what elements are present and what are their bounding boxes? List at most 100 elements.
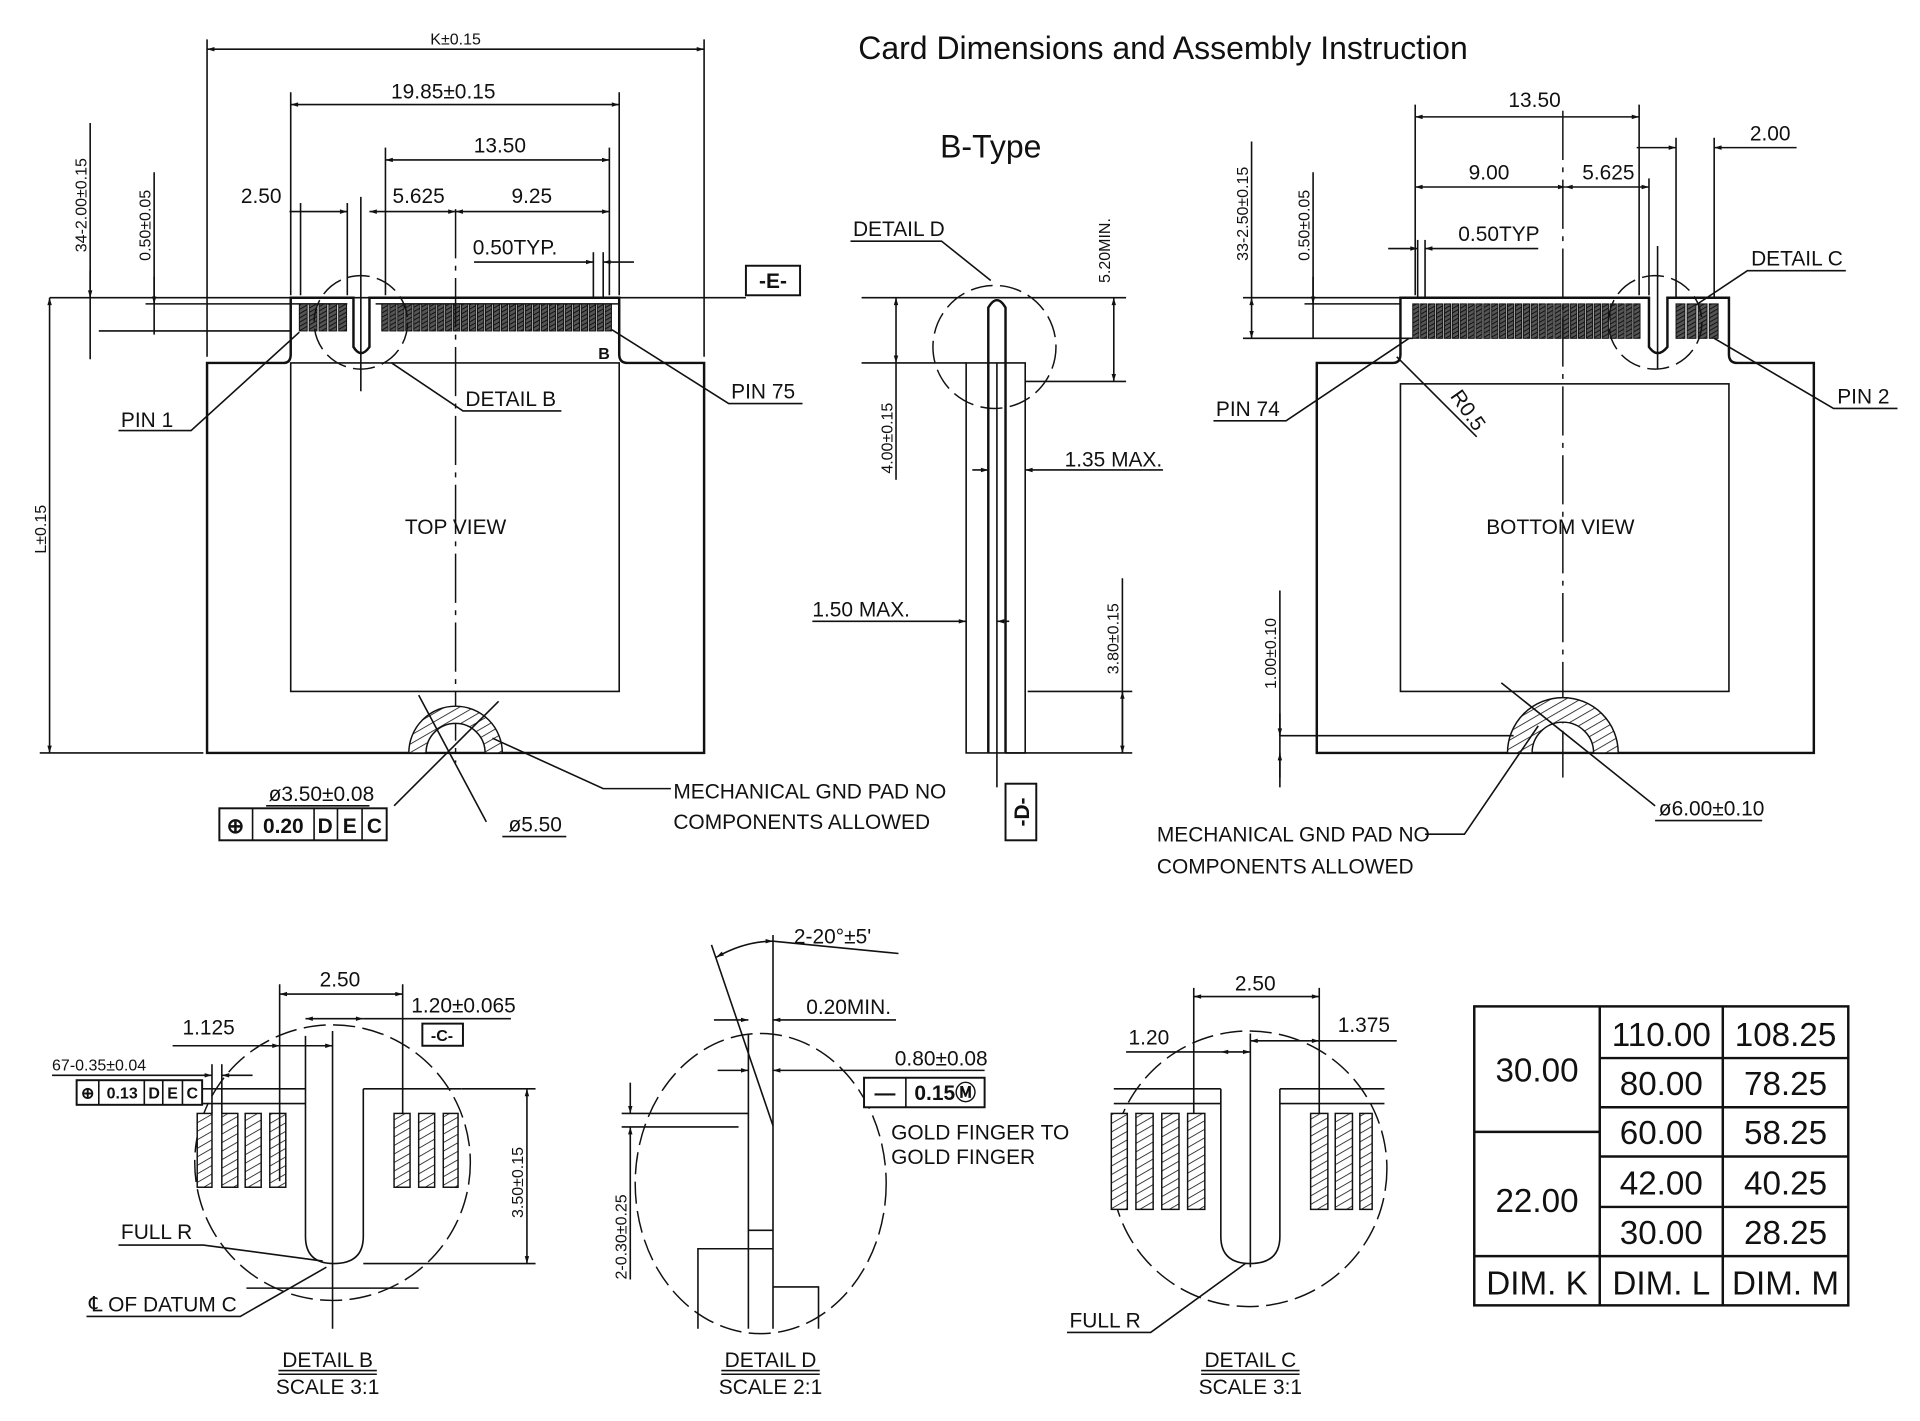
gold-finger-pin bbox=[1625, 303, 1633, 339]
pin-offset-dim: 0.50±0.05 bbox=[137, 190, 154, 261]
detail-d-title: DETAIL D bbox=[725, 1349, 817, 1372]
gold-finger-pin bbox=[508, 303, 517, 332]
chamfer-dim: 2-0.30±0.25 bbox=[614, 1194, 631, 1279]
gold-finger-pin bbox=[1443, 303, 1452, 339]
bottom-dim-13-50: 13.50 bbox=[1508, 89, 1560, 112]
gold-finger-pin bbox=[540, 303, 549, 332]
table-row-5-m: 28.25 bbox=[1744, 1215, 1827, 1252]
gold-finger-note-1: GOLD FINGER TO bbox=[891, 1121, 1069, 1144]
gold-finger-pin bbox=[1483, 303, 1491, 339]
gold-finger-pin bbox=[381, 303, 389, 332]
gold-finger-pin bbox=[1585, 303, 1594, 339]
l-dimension: L±0.15 bbox=[33, 505, 50, 554]
gold-finger-pin bbox=[397, 303, 405, 332]
gnd-note-line1: MECHANICAL GND PAD NO bbox=[673, 780, 946, 803]
fcf-tolerance: 0.20 bbox=[263, 815, 304, 838]
gold-finger-pin bbox=[1522, 303, 1531, 339]
gold-finger-note-2: GOLD FINGER bbox=[891, 1146, 1035, 1169]
dim-2-00: 2.00 bbox=[1750, 122, 1791, 145]
gold-finger-pin bbox=[298, 303, 308, 332]
datum-c-note: ℄ OF DATUM C bbox=[88, 1294, 237, 1317]
gold-finger-pin bbox=[1562, 303, 1570, 339]
dim-5-625: 5.625 bbox=[393, 185, 445, 208]
max-1-50: 1.50 MAX. bbox=[812, 598, 910, 621]
gold-finger-pin bbox=[492, 303, 501, 332]
gold-finger-pin bbox=[596, 303, 604, 332]
gold-finger-pin bbox=[1506, 303, 1515, 339]
gold-finger-pin bbox=[461, 303, 469, 332]
gold-finger-pin bbox=[1530, 303, 1538, 339]
gold-finger-pin bbox=[564, 303, 573, 332]
fcf-symbol: ⊕ bbox=[227, 815, 245, 838]
flatness-tolerance: 0.15Ⓜ bbox=[914, 1081, 976, 1105]
pin1-label: PIN 1 bbox=[121, 409, 173, 432]
gold-finger-pin bbox=[484, 303, 493, 332]
gold-finger-pin bbox=[580, 303, 589, 332]
gold-finger-pin bbox=[429, 303, 437, 332]
gold-finger-pin bbox=[1412, 303, 1420, 339]
detail-b-tolerance-frame: ⊕ 0.13 D E C bbox=[75, 1079, 204, 1106]
table-row-5-l: 30.00 bbox=[1620, 1215, 1703, 1252]
bottom-view-label: BOTTOM VIEW bbox=[1486, 516, 1635, 539]
gold-finger-pin bbox=[338, 303, 348, 332]
bottom-gnd-note-line2: COMPONENTS ALLOWED bbox=[1157, 856, 1414, 879]
bottom-dim-5-625: 5.625 bbox=[1582, 162, 1634, 185]
gold-finger-pin bbox=[445, 303, 453, 332]
gold-finger-pin bbox=[1475, 303, 1483, 339]
gold-finger-pin bbox=[500, 303, 509, 332]
table-header-k: DIM. K bbox=[1486, 1265, 1587, 1302]
pin-width-dim: 67-0.35±0.04 bbox=[52, 1057, 146, 1074]
datum-e: -E- bbox=[759, 270, 787, 293]
gold-finger-pin bbox=[1601, 303, 1609, 339]
max-1-35: 1.35 MAX. bbox=[1065, 448, 1163, 471]
gold-finger-pin bbox=[1708, 303, 1719, 339]
gold-finger-pin bbox=[1609, 303, 1617, 339]
detail-d: 2-20°±5' 0.20MIN. 0.80±0.08 — 0.15Ⓜ GOLD… bbox=[614, 926, 1070, 1399]
fcf-datum-d: D bbox=[148, 1086, 160, 1103]
datum-d: -D- bbox=[1011, 797, 1034, 826]
gold-finger-pin bbox=[1514, 303, 1523, 339]
dim-9-00: 9.00 bbox=[1469, 162, 1510, 185]
gold-finger-pin bbox=[532, 303, 541, 332]
chamfer-angle: 2-20°±5' bbox=[794, 926, 871, 949]
table-header-l: DIM. L bbox=[1612, 1265, 1710, 1302]
gnd-note-line2: COMPONENTS ALLOWED bbox=[673, 811, 930, 834]
gold-finger-pin bbox=[1435, 303, 1444, 339]
gold-finger-pin bbox=[437, 303, 445, 332]
gold-finger-pin bbox=[1697, 303, 1708, 339]
gold-finger-pin bbox=[453, 303, 461, 332]
b-mark: B bbox=[598, 346, 610, 363]
dim-13-50: 13.50 bbox=[474, 135, 526, 158]
bottom-pin-offset: 0.50±0.05 bbox=[1296, 190, 1313, 261]
detail-b-dim-3-50: 3.50±0.15 bbox=[510, 1147, 527, 1218]
detail-c-title: DETAIL C bbox=[1204, 1349, 1296, 1372]
drawing-title: Card Dimensions and Assembly Instruction bbox=[858, 30, 1467, 66]
pin74-label: PIN 74 bbox=[1216, 398, 1280, 421]
gold-finger-pin bbox=[413, 303, 421, 332]
pin75-label: PIN 75 bbox=[731, 381, 795, 404]
table-row-2-l: 80.00 bbox=[1620, 1066, 1703, 1103]
bottom-pad-dim: ø6.00±0.10 bbox=[1659, 798, 1765, 821]
gold-finger-pin bbox=[1593, 303, 1602, 339]
gold-finger-pin bbox=[1420, 303, 1428, 339]
table-row-3-l: 60.00 bbox=[1620, 1115, 1703, 1152]
side-view: DETAIL D 5.20MIN. 4.00±0.15 1.35 MAX. 1.… bbox=[812, 218, 1163, 842]
gold-finger-pin bbox=[1675, 303, 1686, 339]
gold-finger-pin bbox=[1467, 303, 1475, 339]
gold-finger-pin bbox=[548, 303, 557, 332]
gold-finger-pin bbox=[328, 303, 338, 332]
fcf-tolerance: 0.13 bbox=[107, 1086, 138, 1103]
table-row-1-l: 110.00 bbox=[1612, 1017, 1711, 1054]
detail-b-scale: SCALE 3:1 bbox=[276, 1376, 379, 1399]
gold-finger-pin bbox=[1577, 303, 1586, 339]
table-row-1-m: 108.25 bbox=[1735, 1017, 1837, 1054]
top-view: K±0.15 19.85±0.15 13.50 2.50 5.625 9.25 … bbox=[33, 31, 946, 842]
gold-finger-pin bbox=[405, 303, 413, 332]
gold-finger-pin bbox=[389, 303, 397, 332]
gold-finger-pin bbox=[308, 303, 318, 332]
dim-2-50: 2.50 bbox=[241, 185, 282, 208]
table-row-4-l: 42.00 bbox=[1620, 1166, 1703, 1203]
detail-b-dim-1-125: 1.125 bbox=[182, 1017, 234, 1040]
gold-finger-pin bbox=[556, 303, 565, 332]
bottom-gnd-note-line1: MECHANICAL GND PAD NO bbox=[1157, 824, 1430, 847]
